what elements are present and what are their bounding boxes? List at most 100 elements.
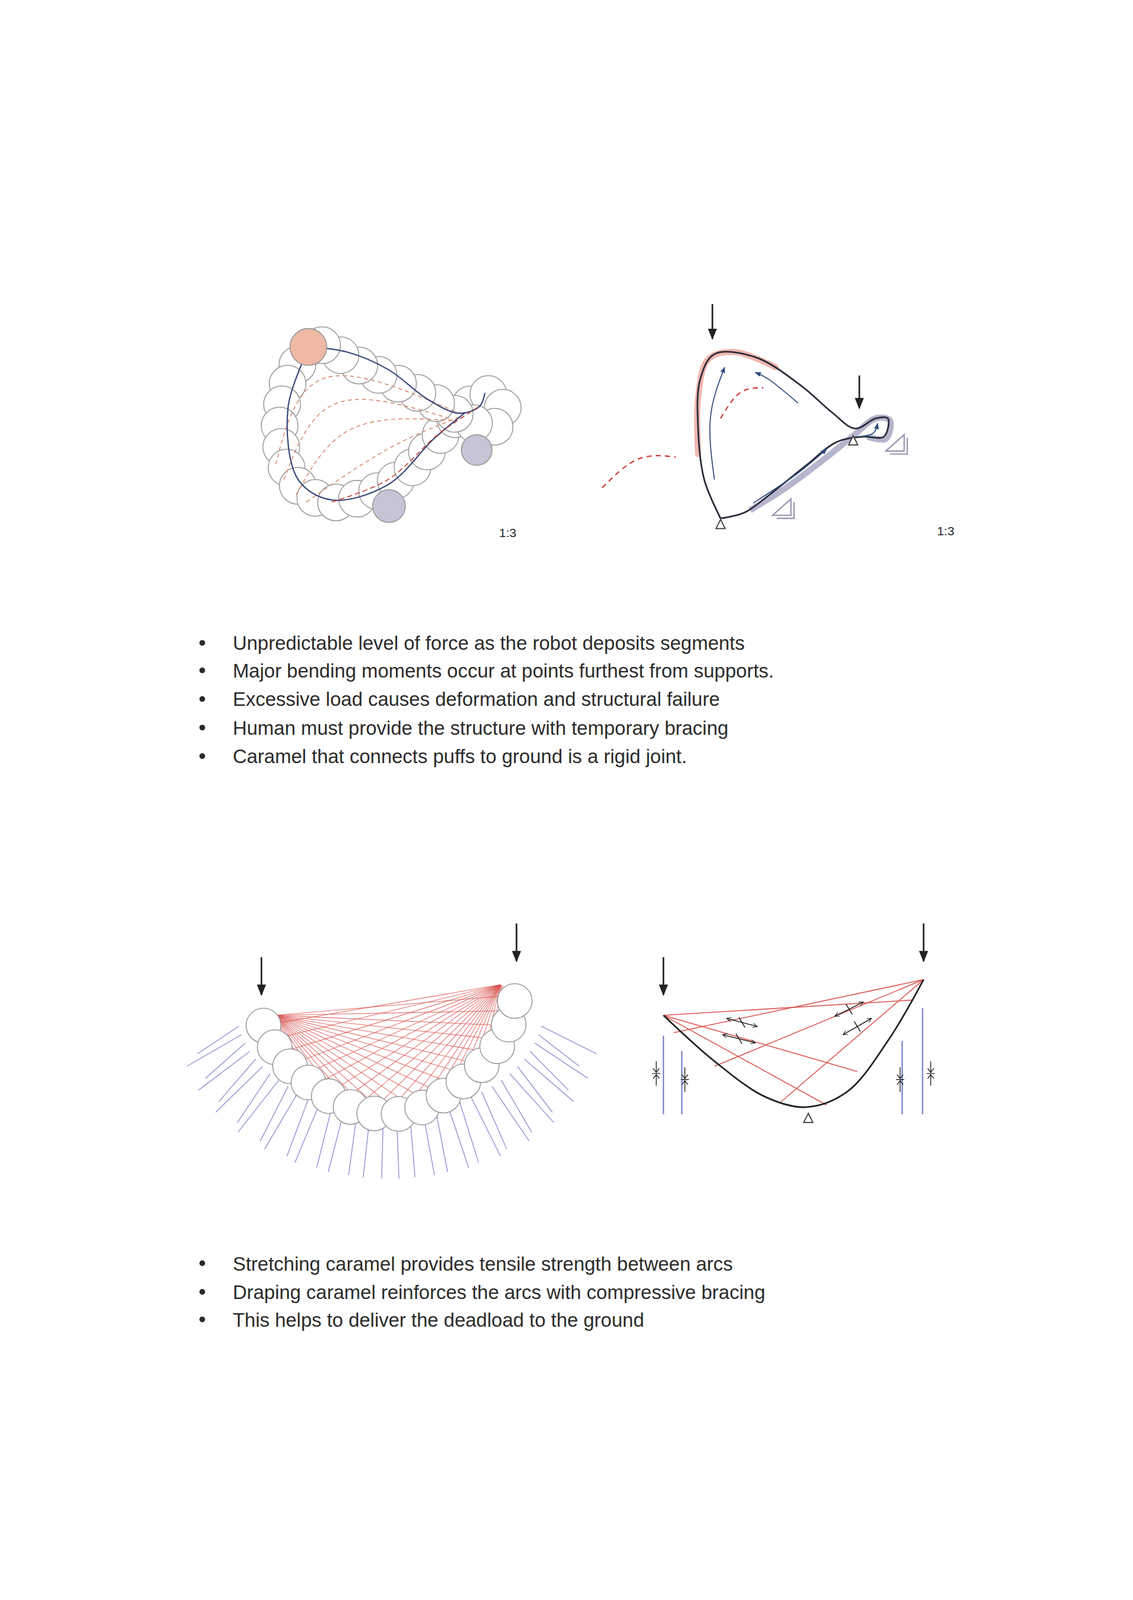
bullet-dots bbox=[199, 639, 206, 1322]
bullet-text: Caramel that connects puffs to ground is… bbox=[232, 744, 687, 769]
force-flow-arrow bbox=[752, 449, 827, 504]
caramel-thread bbox=[275, 994, 516, 1016]
bullet-text: Excessive load causes deformation and st… bbox=[232, 687, 720, 712]
tick bbox=[846, 1003, 853, 1014]
bullet-dot bbox=[199, 1260, 206, 1267]
support-puff bbox=[372, 489, 405, 523]
compression-symbol bbox=[895, 1066, 905, 1092]
tension-arrow bbox=[843, 1017, 872, 1035]
support-symbol bbox=[848, 435, 859, 445]
compression-bracing bbox=[680, 1050, 683, 1115]
loaded-puff bbox=[289, 328, 327, 366]
compression-symbol bbox=[652, 1061, 661, 1086]
caramel-strand bbox=[237, 1073, 271, 1123]
bracing-band bbox=[750, 417, 891, 511]
tension-symbol bbox=[843, 1017, 872, 1035]
caramel-strand bbox=[524, 1059, 574, 1102]
load-arrow bbox=[260, 957, 263, 995]
caramel-thread bbox=[275, 1014, 509, 1026]
load-arrow bbox=[858, 375, 861, 408]
bullet-dot bbox=[199, 724, 206, 731]
bullet-dot bbox=[199, 667, 206, 674]
tick bbox=[738, 1017, 745, 1028]
bullet-text: Human must provide the structure with te… bbox=[232, 716, 729, 740]
bracing-symbol bbox=[772, 498, 794, 519]
force-path-dashed bbox=[306, 416, 462, 502]
caramel-strand bbox=[447, 1104, 469, 1168]
tension-line bbox=[663, 999, 914, 1015]
bullet-dot bbox=[199, 639, 206, 646]
caramel-thread bbox=[326, 984, 501, 1095]
stretching-caramel bbox=[263, 984, 516, 1115]
deflection-dashed bbox=[720, 387, 764, 419]
caramel-strand bbox=[198, 1050, 250, 1090]
tension-line bbox=[663, 1014, 827, 1105]
bullet-text: Unpredictable level of force as the robo… bbox=[232, 631, 745, 656]
caramel-thread bbox=[275, 1014, 493, 1053]
caramel-thread bbox=[289, 984, 501, 1066]
caramel-strand bbox=[218, 1059, 256, 1102]
caramel-strand bbox=[534, 1042, 588, 1079]
guide-path bbox=[263, 994, 516, 1115]
bullet-text: Stretching caramel provides tensile stre… bbox=[232, 1252, 733, 1276]
caramel-strand bbox=[215, 1066, 263, 1113]
caramel-strand bbox=[538, 1034, 580, 1066]
structure-outline bbox=[697, 351, 889, 519]
bullet-text: Draping caramel reinforces the arcs with… bbox=[232, 1280, 765, 1305]
caramel-strand bbox=[541, 1026, 597, 1054]
force-flow-arrow bbox=[709, 367, 725, 480]
caramel-strand bbox=[481, 1091, 507, 1149]
compression-symbol bbox=[926, 1061, 935, 1086]
caramel-thread bbox=[275, 1014, 483, 1065]
tension-symbol bbox=[726, 1017, 758, 1028]
caramel-strand bbox=[517, 1066, 553, 1113]
caramel-strand bbox=[295, 1101, 321, 1163]
force-path-dashed bbox=[283, 399, 450, 480]
compression-symbol bbox=[680, 1066, 690, 1092]
tension-line bbox=[714, 979, 924, 1067]
tension-arrow bbox=[834, 1001, 864, 1017]
tick bbox=[735, 1033, 742, 1044]
compression-arrows bbox=[895, 1066, 905, 1092]
deflection-dashed bbox=[602, 455, 676, 488]
bracing-symbol bbox=[885, 434, 907, 455]
compression-arrows bbox=[652, 1061, 661, 1086]
bullet-dot bbox=[199, 1288, 206, 1295]
caramel-thread bbox=[275, 1014, 501, 1040]
caramel-strand bbox=[435, 1107, 448, 1172]
caramel-strand bbox=[529, 1050, 569, 1090]
force-path-dashed bbox=[275, 375, 460, 465]
support-puff bbox=[461, 434, 493, 466]
scale-label: 1:3 bbox=[499, 525, 517, 540]
compression-bracing bbox=[662, 1035, 664, 1115]
centre-line bbox=[309, 346, 485, 414]
caramel-strand bbox=[492, 1086, 530, 1142]
bullet-text: This helps to deliver the deadload to th… bbox=[232, 1308, 644, 1332]
tension-line bbox=[673, 979, 925, 1033]
caramel-strand bbox=[470, 1096, 501, 1157]
support-symbol bbox=[715, 519, 726, 529]
compression-arrows bbox=[926, 1061, 935, 1086]
caramel-strand bbox=[187, 1034, 242, 1066]
bullet-dot bbox=[199, 1316, 206, 1323]
centre-line-red bbox=[331, 405, 480, 503]
load-arrow bbox=[515, 923, 518, 962]
load-arrow bbox=[711, 303, 714, 339]
bullet-dot bbox=[199, 695, 206, 702]
caramel-strand bbox=[509, 1073, 554, 1123]
caramel-strand bbox=[286, 1096, 309, 1157]
moment-highlight bbox=[696, 351, 776, 454]
caramel-strand bbox=[459, 1101, 479, 1163]
tick bbox=[854, 1021, 861, 1032]
caramel-strand bbox=[205, 1042, 245, 1079]
caramel-strand bbox=[500, 1079, 532, 1132]
compression-bracing bbox=[901, 1040, 903, 1115]
puff-chain bbox=[246, 983, 532, 1132]
centre-line bbox=[287, 346, 465, 501]
caramel-strand bbox=[316, 1104, 333, 1168]
caramel-strand bbox=[237, 1079, 279, 1132]
support-symbol bbox=[803, 1112, 814, 1123]
load-arrow bbox=[662, 957, 665, 995]
